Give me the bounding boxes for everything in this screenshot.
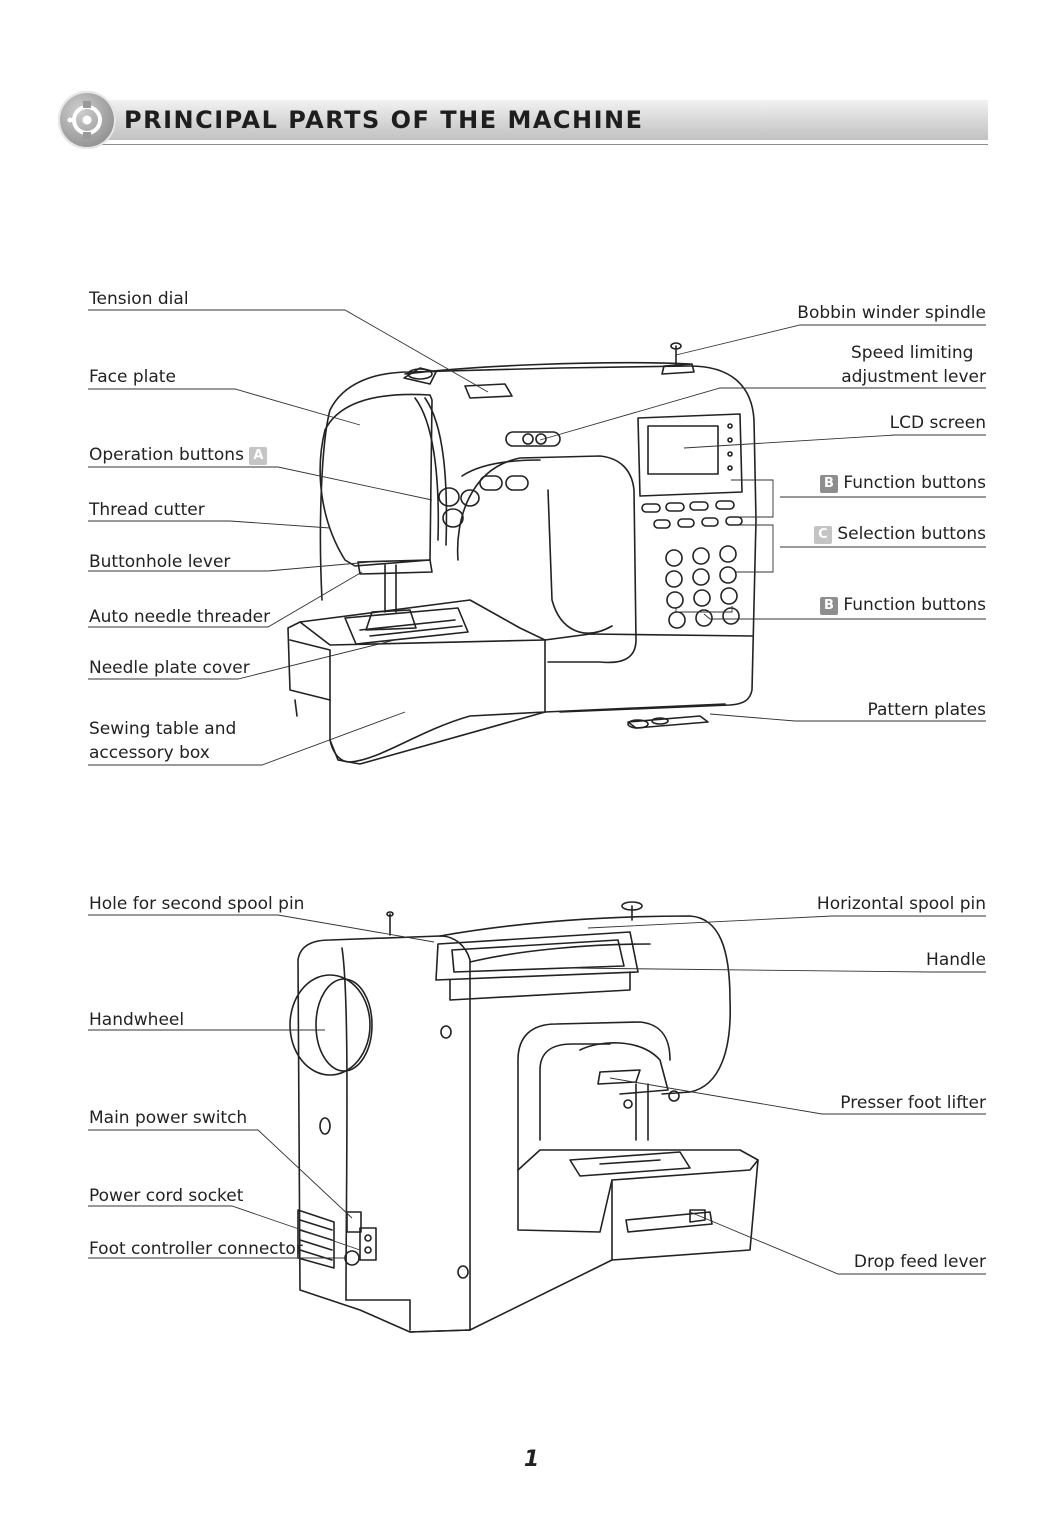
label-auto-needle-threader: Auto needle threader (89, 607, 271, 627)
label-sewing-table-line1: Sewing table and (89, 719, 237, 739)
badge-a: A (249, 447, 268, 465)
label-presser-foot-lifter: Presser foot lifter (840, 1093, 986, 1113)
face-plate (319, 393, 433, 567)
label-function-buttons-bottom-text: Function buttons (843, 595, 986, 615)
rear-top-arm (439, 915, 731, 1095)
label-function-buttons-bottom: B Function buttons (819, 594, 986, 617)
section-header: PRINCIPAL PARTS OF THE MACHINE (58, 91, 988, 149)
label-face-plate: Face plate (89, 367, 176, 387)
face-plate-rim-2 (424, 397, 448, 546)
front-body-outline (319, 365, 757, 713)
rear-arm-opening (517, 1021, 671, 1171)
label-function-buttons-top-text: Function buttons (843, 473, 986, 493)
badge-c: C (813, 526, 832, 544)
label-selection-buttons-text: Selection buttons (837, 524, 986, 544)
lcd-screen (647, 425, 719, 475)
arm-opening (456, 455, 637, 664)
label-hole-second-spool: Hole for second spool pin (89, 894, 305, 914)
disc-glyph (67, 101, 102, 139)
label-buttonhole-lever: Buttonhole lever (89, 552, 231, 572)
header-rule (88, 144, 988, 145)
label-operation-buttons-text: Operation buttons (89, 445, 244, 465)
face-plate-rim (414, 397, 440, 541)
label-needle-plate-cover: Needle plate cover (89, 658, 250, 678)
rear-bed (517, 1149, 759, 1233)
sewing-disc-icon (58, 91, 116, 149)
rear-handle (435, 931, 639, 981)
rear-machine-drawing (289, 901, 759, 1333)
label-speed-limiting-line1: Speed limiting (851, 343, 974, 363)
label-power-cord-socket: Power cord socket (89, 1186, 244, 1206)
lcd-housing (637, 413, 743, 497)
leader-lines (88, 309, 986, 1275)
label-tension-dial: Tension dial (89, 289, 189, 309)
badge-b-top: B (819, 475, 838, 493)
label-pattern-plates: Pattern plates (867, 700, 986, 720)
handwheel (289, 974, 371, 1076)
label-bobbin-winder: Bobbin winder spindle (797, 303, 986, 323)
label-selection-buttons: C Selection buttons (813, 523, 986, 546)
label-main-power-switch: Main power switch (89, 1108, 248, 1128)
label-operation-buttons: Operation buttons A (89, 444, 268, 467)
label-lcd-screen: LCD screen (889, 413, 986, 433)
needle-plate (344, 607, 469, 645)
badge-b-bottom: B (819, 597, 838, 615)
rear-left-body (297, 935, 471, 1333)
label-speed-limiting-line2: adjustment lever (841, 367, 986, 387)
page-title: PRINCIPAL PARTS OF THE MACHINE (124, 106, 644, 134)
label-function-buttons-top: B Function buttons (819, 472, 986, 495)
label-foot-controller: Foot controller connector (89, 1239, 303, 1259)
arm-curve (461, 459, 541, 477)
arm-opening-inner (547, 489, 613, 634)
label-horizontal-spool: Horizontal spool pin (816, 894, 986, 914)
label-drop-feed-lever: Drop feed lever (853, 1252, 986, 1272)
label-handwheel: Handwheel (89, 1010, 185, 1030)
front-machine-drawing (287, 342, 757, 765)
label-handle: Handle (926, 950, 986, 970)
label-sewing-table-line2: accessory box (89, 743, 210, 763)
header-band (88, 100, 988, 140)
page-number: 1 (523, 1447, 540, 1472)
label-thread-cutter: Thread cutter (89, 500, 205, 520)
